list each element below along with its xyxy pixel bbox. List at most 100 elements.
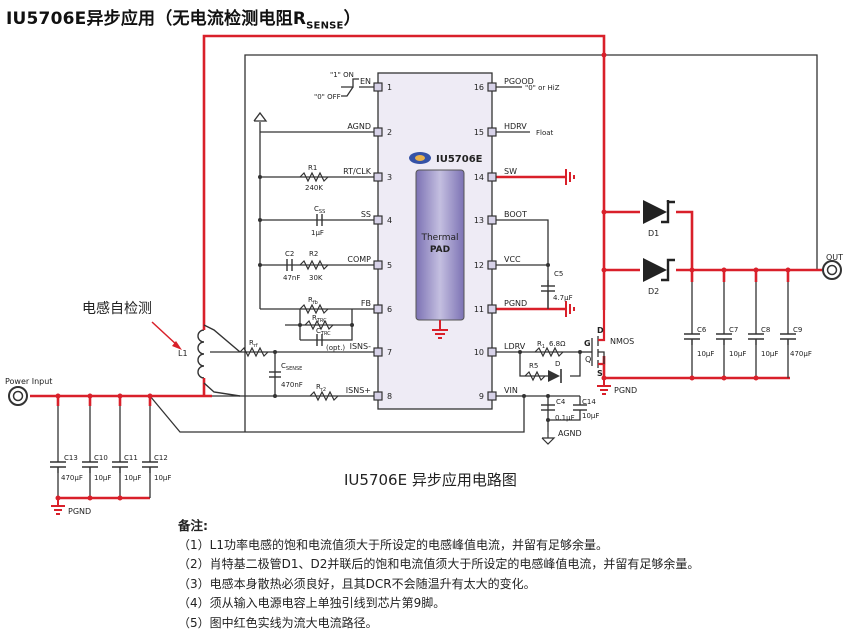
self-detect-label: 电感自检测 bbox=[82, 300, 152, 317]
r1b-sub: 1 bbox=[542, 344, 545, 350]
r2-label: R2 bbox=[309, 250, 318, 258]
l1-label: L1 bbox=[178, 349, 188, 358]
mosfet-q-label: Q bbox=[585, 355, 591, 364]
pin-number-13: 13 bbox=[474, 216, 484, 225]
pin-number-6: 6 bbox=[387, 305, 392, 314]
r1b-value: 6.8Ω bbox=[549, 340, 566, 348]
c13-label: C13 bbox=[64, 454, 78, 462]
pin-number-2: 2 bbox=[387, 128, 392, 137]
svg-text:Rrf: Rrf bbox=[249, 339, 258, 349]
pin-name-sw: SW bbox=[504, 167, 517, 176]
c11-label: C11 bbox=[124, 454, 138, 462]
pin-name-isns-minus: ISNS- bbox=[350, 342, 372, 351]
r5-label: R5 bbox=[529, 362, 538, 370]
inductor-l1 bbox=[198, 318, 240, 396]
csense-value: 470nF bbox=[281, 381, 303, 389]
pin-name-comp: COMP bbox=[347, 255, 371, 264]
pin-name-en: EN bbox=[360, 77, 371, 86]
pin-name-hdrv: HDRV bbox=[504, 122, 527, 131]
css-sub: SS bbox=[319, 209, 325, 215]
c6-value: 10μF bbox=[697, 350, 714, 358]
ctrc-sub: TRC bbox=[320, 331, 331, 337]
c5-label: C5 bbox=[554, 270, 563, 278]
pin-number-8: 8 bbox=[387, 392, 392, 401]
nmos-transistor bbox=[592, 310, 604, 368]
c4-label: C4 bbox=[556, 398, 566, 406]
nmos-label: NMOS bbox=[610, 337, 634, 346]
c14-label: C14 bbox=[582, 398, 596, 406]
pin-number-4: 4 bbox=[387, 216, 392, 225]
pin-number-3: 3 bbox=[387, 173, 392, 182]
agnd-ground-icon bbox=[542, 432, 554, 444]
notes-section: 备注: （1）L1功率电感的饱和电流值须大于所设定的电感峰值电流，并留有足够余量… bbox=[178, 516, 699, 633]
rtrc-sub: TRC bbox=[316, 318, 327, 324]
diagram-caption: IU5706E 异步应用电路图 bbox=[344, 469, 517, 490]
pgood-note: "0" or HiZ bbox=[525, 84, 560, 92]
pin-name-vcc: VCC bbox=[504, 255, 521, 264]
power-input-label: Power Input bbox=[5, 377, 52, 386]
agnd-label: AGND bbox=[558, 429, 582, 438]
c13-value: 470μF bbox=[61, 474, 83, 482]
d1-label: D1 bbox=[648, 229, 659, 238]
pin-number-7: 7 bbox=[387, 348, 392, 357]
r1-value: 240K bbox=[305, 184, 323, 192]
mosfet-drain-label: D bbox=[597, 326, 604, 335]
pin-name-pgnd: PGND bbox=[504, 299, 527, 308]
c2-label: C2 bbox=[285, 250, 294, 258]
pin-number-9: 9 bbox=[479, 392, 484, 401]
c12-value: 10μF bbox=[154, 474, 171, 482]
en-off-label: "0" OFF bbox=[314, 93, 341, 101]
thermal-pad-label-2: PAD bbox=[430, 245, 450, 255]
pin-name-ss: SS bbox=[361, 210, 371, 219]
chip-name: IU5706E bbox=[436, 154, 483, 165]
pin-number-11: 11 bbox=[474, 305, 484, 314]
svg-text:CSS: CSS bbox=[314, 205, 325, 215]
pin-number-15: 15 bbox=[474, 128, 484, 137]
input-pgnd-label: PGND bbox=[68, 507, 91, 516]
d2-label: D2 bbox=[648, 287, 659, 296]
csense-sub: SENSE bbox=[286, 366, 302, 372]
c9-label: C9 bbox=[793, 326, 802, 334]
rfb-sub: fb bbox=[313, 300, 318, 306]
note-item: （3）电感本身散热必须良好，且其DCR不会随温升有太大的变化。 bbox=[178, 575, 699, 595]
svg-text:CSENSE: CSENSE bbox=[281, 362, 302, 372]
svg-text:Rr2: Rr2 bbox=[316, 383, 326, 393]
c12-label: C12 bbox=[154, 454, 168, 462]
c4-value: 0.1μF bbox=[555, 414, 575, 422]
pin-number-16: 16 bbox=[474, 83, 484, 92]
c6-label: C6 bbox=[697, 326, 707, 334]
c7-value: 10μF bbox=[729, 350, 746, 358]
pin-name-fb: FB bbox=[361, 299, 371, 308]
r1-label: R1 bbox=[308, 164, 317, 172]
pin-number-1: 1 bbox=[387, 83, 392, 92]
pin-number-12: 12 bbox=[474, 261, 484, 270]
rrf-sub: rf bbox=[254, 343, 258, 349]
pin-number-14: 14 bbox=[474, 173, 484, 182]
c8-label: C8 bbox=[761, 326, 770, 334]
c11-value: 10μF bbox=[124, 474, 141, 482]
notes-heading: 备注: bbox=[178, 516, 699, 536]
c10-value: 10μF bbox=[94, 474, 111, 482]
note-item: （5）图中红色实线为流大电流路径。 bbox=[178, 614, 699, 633]
pin-name-boot: BOOT bbox=[504, 210, 527, 219]
note-item: （1）L1功率电感的饱和电流值须大于所设定的电感峰值电流，并留有足够余量。 bbox=[178, 536, 699, 556]
pin-name-vin: VIN bbox=[504, 386, 518, 395]
small-diode-label: D bbox=[555, 360, 560, 368]
pin-name-ldrv: LDRV bbox=[504, 342, 526, 351]
mosfet-gate-label: G bbox=[584, 339, 591, 348]
en-on-label: "1" ON bbox=[330, 71, 354, 79]
c5-value: 4.7μF bbox=[553, 294, 573, 302]
pin-name-agnd: AGND bbox=[347, 122, 371, 131]
thermal-pad-label-1: Thermal bbox=[420, 233, 458, 243]
pin-name-rt: RT/CLK bbox=[343, 167, 372, 176]
schottky-diode-d1 bbox=[643, 200, 675, 224]
ldrv-diode-icon bbox=[548, 369, 561, 383]
rr2-sub: r2 bbox=[321, 387, 326, 393]
power-input-terminal-icon bbox=[9, 387, 27, 405]
c7-label: C7 bbox=[729, 326, 738, 334]
self-detect-arrow-icon bbox=[152, 322, 182, 350]
c9-value: 470μF bbox=[790, 350, 812, 358]
pin-number-5: 5 bbox=[387, 261, 392, 270]
ic-chip-iu5706e: IU5706E Thermal PAD bbox=[378, 73, 492, 409]
hdrv-float-label: Float bbox=[536, 129, 554, 137]
